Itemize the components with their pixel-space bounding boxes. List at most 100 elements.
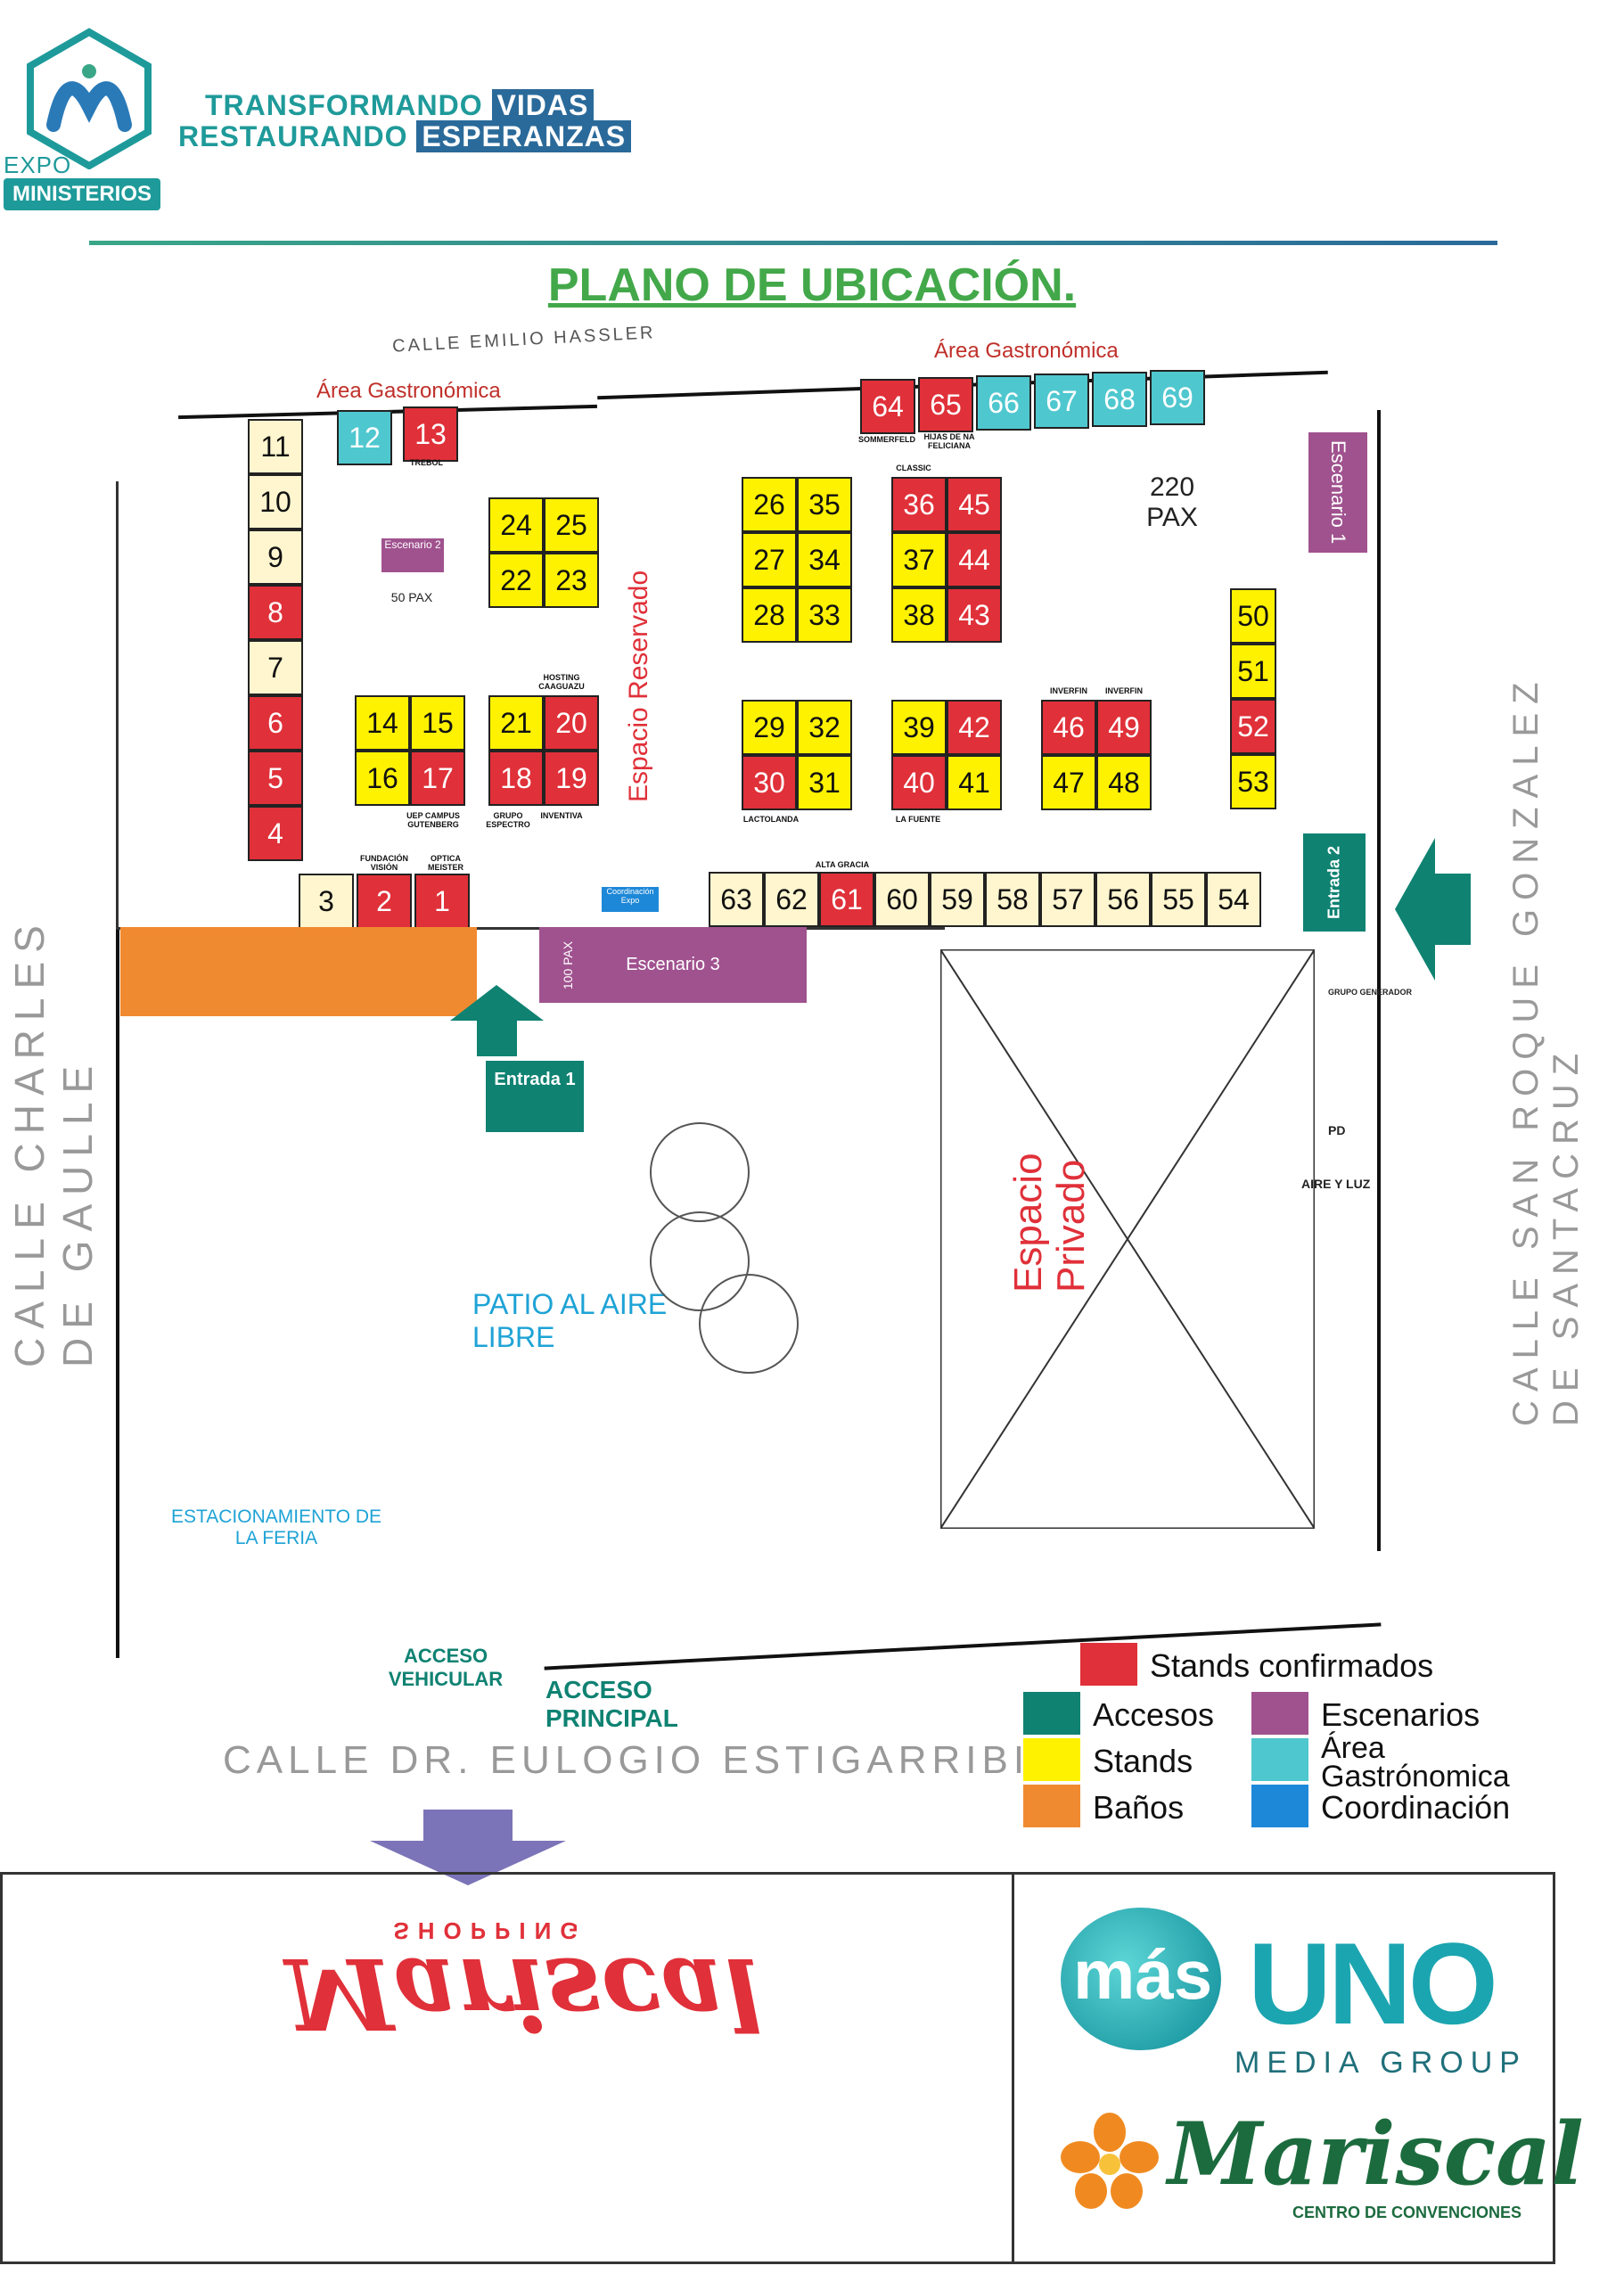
stand-44[interactable]: 44: [947, 532, 1002, 587]
coordinacion-booth[interactable]: Coordinación Expo: [602, 887, 659, 912]
patio-label: PATIO AL AIRE LIBRE: [472, 1288, 668, 1353]
stand-20[interactable]: 20: [544, 695, 599, 751]
stand-1[interactable]: 1: [414, 874, 470, 929]
stand-21[interactable]: 21: [488, 695, 544, 751]
stand-46[interactable]: 46: [1041, 700, 1096, 755]
stand-31[interactable]: 31: [797, 755, 852, 810]
stand-55[interactable]: 55: [1151, 872, 1206, 927]
stand-33[interactable]: 33: [797, 587, 852, 643]
legend-banos: Baños: [1093, 1789, 1185, 1826]
stand-4[interactable]: 4: [248, 806, 303, 861]
stand-10[interactable]: 10: [248, 474, 303, 529]
legend-swatch-confirmed: [1080, 1643, 1137, 1686]
banos-label: BAÑOS: [339, 994, 422, 1021]
stand-24[interactable]: 24: [488, 497, 544, 553]
stand-9[interactable]: 9: [248, 529, 303, 585]
stand-43[interactable]: 43: [947, 587, 1002, 643]
media-mas: más: [1073, 1935, 1213, 2014]
stand-32[interactable]: 32: [797, 700, 852, 755]
stand-47[interactable]: 47: [1041, 755, 1096, 810]
stand-29[interactable]: 29: [742, 700, 797, 755]
escenario-2[interactable]: Escenario 2: [381, 538, 444, 572]
entrada-2[interactable]: Entrada 2: [1303, 833, 1366, 932]
stand-14[interactable]: 14: [355, 695, 410, 751]
stand-48[interactable]: 48: [1096, 755, 1152, 810]
stand-6[interactable]: 6: [248, 695, 303, 751]
stand-65[interactable]: 65: [918, 377, 973, 432]
label-alta-gracia: ALTA GRACIA: [815, 860, 870, 869]
banos-area: [120, 927, 477, 1016]
stand-49[interactable]: 49: [1096, 700, 1152, 755]
stand-69[interactable]: 69: [1150, 370, 1205, 425]
escenario-1[interactable]: Escenario 1: [1308, 432, 1367, 553]
stand-51[interactable]: 51: [1230, 644, 1276, 699]
stand-41[interactable]: 41: [947, 755, 1002, 810]
stand-23[interactable]: 23: [544, 553, 599, 608]
stand-67[interactable]: 67: [1034, 373, 1089, 429]
stand-16[interactable]: 16: [355, 751, 410, 806]
legend-swatch-escenarios: [1251, 1692, 1308, 1735]
stand-64[interactable]: 64: [860, 379, 915, 434]
street-top: CALLE EMILIO HASSLER: [391, 323, 657, 357]
stand-53[interactable]: 53: [1230, 754, 1276, 809]
escenario-3[interactable]: Escenario 3: [539, 927, 807, 1003]
stand-54[interactable]: 54: [1206, 872, 1261, 927]
street-left: CALLE CHARLES DE GAULLE: [6, 916, 101, 1367]
legend-gastro: Área Gastrónomica: [1321, 1731, 1510, 1794]
stand-2[interactable]: 2: [357, 874, 412, 929]
legend-swatch-banos: [1023, 1785, 1080, 1827]
stand-37[interactable]: 37: [891, 532, 947, 587]
label-inventiva: INVENTIVA: [540, 811, 583, 820]
stand-25[interactable]: 25: [544, 497, 599, 553]
pd-label: PD: [1328, 1123, 1346, 1137]
stand-62[interactable]: 62: [764, 872, 819, 927]
tagline-line1: TRANSFORMANDO VIDAS: [205, 89, 595, 122]
stand-59[interactable]: 59: [930, 872, 985, 927]
stand-36[interactable]: 36: [891, 477, 947, 532]
stand-42[interactable]: 42: [947, 700, 1002, 755]
stand-11[interactable]: 11: [248, 419, 303, 474]
stand-60[interactable]: 60: [874, 872, 930, 927]
stand-68[interactable]: 68: [1092, 372, 1147, 427]
expo-ministerios-logo-icon: [27, 28, 152, 169]
logo-expo-text: EXPO: [4, 152, 72, 178]
media-group: MEDIA GROUP: [1234, 2046, 1527, 2080]
stand-17[interactable]: 17: [410, 751, 465, 806]
stand-57[interactable]: 57: [1040, 872, 1095, 927]
stand-45[interactable]: 45: [947, 477, 1002, 532]
label-hijas: HIJAS DE NA FELICIANA: [923, 432, 975, 450]
stand-8[interactable]: 8: [248, 585, 303, 640]
street-bottom: CALLE DR. EULOGIO ESTIGARRIBIA: [223, 1738, 1062, 1782]
stand-19[interactable]: 19: [544, 751, 599, 806]
stand-52[interactable]: 52: [1230, 699, 1276, 754]
stand-61[interactable]: 61: [819, 872, 874, 927]
stand-38[interactable]: 38: [891, 587, 947, 643]
stand-56[interactable]: 56: [1095, 872, 1151, 927]
stand-66[interactable]: 66: [976, 375, 1031, 431]
stand-12[interactable]: 12: [337, 410, 392, 465]
stand-58[interactable]: 58: [985, 872, 1040, 927]
stand-26[interactable]: 26: [742, 477, 797, 532]
stand-27[interactable]: 27: [742, 532, 797, 587]
espacio-privado-label: Espacio Privado: [1006, 1153, 1094, 1293]
stand-15[interactable]: 15: [410, 695, 465, 751]
stand-13[interactable]: 13: [403, 406, 458, 462]
stand-35[interactable]: 35: [797, 477, 852, 532]
stand-39[interactable]: 39: [891, 700, 947, 755]
divider: [116, 927, 945, 930]
stand-7[interactable]: 7: [248, 640, 303, 695]
stand-3[interactable]: 3: [299, 874, 354, 929]
stand-30[interactable]: 30: [742, 755, 797, 810]
stand-40[interactable]: 40: [891, 755, 947, 810]
wall: [1377, 410, 1381, 1551]
label-uep: UEP CAMPUS GUTENBERG: [406, 811, 460, 829]
stand-22[interactable]: 22: [488, 553, 544, 608]
stand-28[interactable]: 28: [742, 587, 797, 643]
stand-5[interactable]: 5: [248, 751, 303, 806]
acceso-principal-label: ACCESO PRINCIPAL: [545, 1676, 678, 1732]
stand-63[interactable]: 63: [709, 872, 764, 927]
stand-50[interactable]: 50: [1230, 588, 1276, 644]
stand-18[interactable]: 18: [488, 751, 544, 806]
stand-34[interactable]: 34: [797, 532, 852, 587]
entrada-1[interactable]: Entrada 1: [486, 1061, 584, 1132]
